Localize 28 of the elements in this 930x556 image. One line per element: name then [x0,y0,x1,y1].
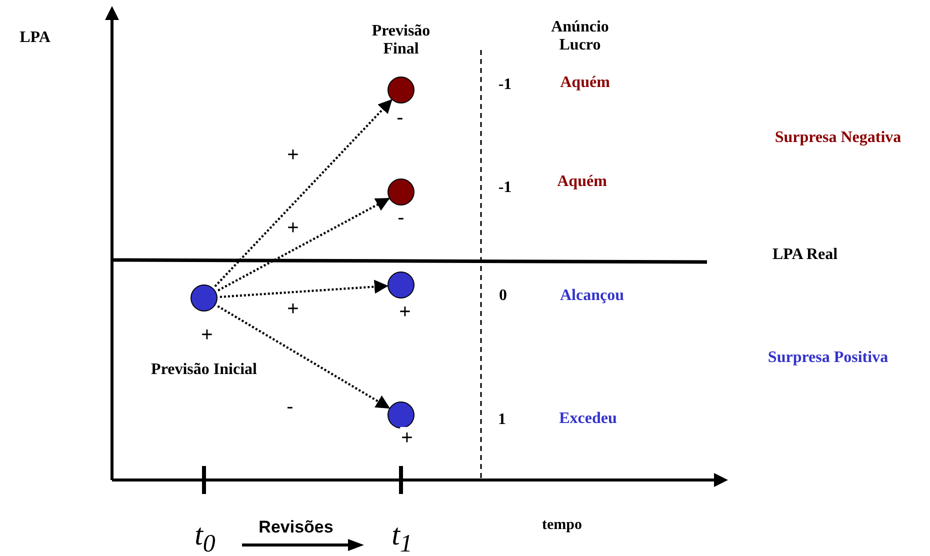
outcome-label: Alcançou [560,287,624,305]
axis-label: tempo [542,516,582,534]
column-heading: Previsão Final [370,22,432,58]
forecast-circle [190,284,218,312]
score-label: -1 [498,179,512,197]
outcome-label: Aquém [557,173,607,191]
dotted-arrow [218,198,390,292]
forecast-circle [387,76,415,104]
arrow-label: Revisões [258,518,334,538]
line-label: LPA Real [772,246,838,264]
score-label: 1 [498,411,506,429]
node-caption: Previsão Inicial [151,361,257,379]
dotted-arrow [214,99,392,288]
axis-label: LPA [20,29,50,47]
outcome-label: Aquém [560,74,610,92]
dotted-arrow [217,305,390,409]
time-label: t$_{1}$ [392,518,412,556]
region-label: Surpresa Negativa [774,129,902,147]
column-heading: Anúncio Lucro [550,18,610,54]
region-label: Surpresa Positiva [768,349,888,367]
time-label: t$_{0}$ [194,518,216,556]
forecast-circle [387,271,415,299]
dotted-arrow [220,280,388,298]
score-label: -1 [498,76,512,94]
forecast-circle [387,178,415,206]
forecast-circle [387,401,415,429]
outcome-label: Excedeu [559,410,617,428]
score-label: 0 [499,287,507,305]
